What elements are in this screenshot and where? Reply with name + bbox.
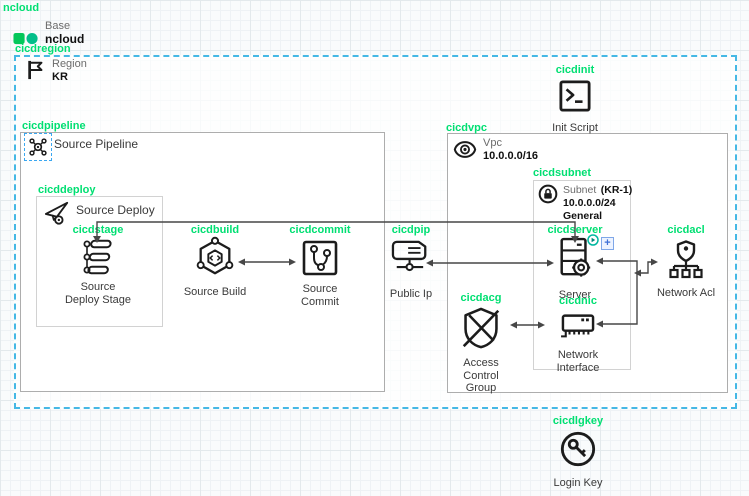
vpc-tag: cicdvpc — [446, 122, 487, 134]
region-code: KR — [52, 71, 68, 83]
add-overlay-button[interactable]: + — [601, 237, 614, 250]
subnet-tag: cicdsubnet — [533, 167, 592, 179]
acg-caption-1: Access — [463, 357, 499, 369]
paper-plane-icon — [44, 201, 69, 225]
deploy-tag: cicddeploy — [38, 184, 96, 196]
subnet-lock-icon — [538, 184, 558, 204]
pipeline-title: Source Pipeline — [54, 137, 139, 151]
node-source-build[interactable]: cicdbuild Source Build — [172, 224, 258, 299]
acg-caption-3: Group — [465, 382, 497, 394]
node-access-control-group[interactable]: cicdacg Access Control Group — [438, 292, 524, 395]
edge-server-nic[interactable] — [596, 257, 638, 328]
selection-frame[interactable] — [24, 133, 52, 161]
acg-caption-2: Control — [463, 369, 499, 382]
pipeline-header[interactable]: Source Pipeline — [28, 137, 138, 157]
deploy-header[interactable]: Source Deploy — [44, 200, 155, 226]
build-hexagon-icon — [196, 236, 234, 275]
node-source-deploy-stage[interactable]: cicdstage Source Deploy Stage — [55, 224, 141, 306]
terminal-icon — [559, 80, 591, 112]
flag-icon — [28, 60, 43, 80]
init-tag: cicdinit — [555, 64, 595, 76]
subnet-cidr: 10.0.0.0/24 — [563, 197, 616, 209]
node-network-interface[interactable]: cicdnic Network Interface — [535, 295, 621, 374]
commit-caption-2: Commit — [301, 295, 339, 308]
git-commit-icon — [302, 240, 338, 276]
shield-x-icon — [462, 307, 500, 349]
server-caption: Server — [558, 289, 592, 301]
nic-caption-2: Interface — [556, 361, 600, 374]
acl-caption: Network Acl — [656, 287, 716, 299]
base-name: ncloud — [45, 32, 85, 46]
nic-tag: cicdnic — [559, 295, 597, 307]
pipeline-tag: cicdpipeline — [22, 120, 86, 132]
login-key-caption: Login Key — [553, 477, 603, 489]
node-init-script[interactable]: cicdinit Init Script — [532, 64, 618, 135]
deploy-stages-icon — [83, 239, 112, 275]
stage-caption-1: Source — [80, 281, 116, 293]
network-acl-icon — [669, 240, 703, 279]
base-title: Base — [45, 20, 71, 32]
nic-caption-1: Network — [557, 349, 599, 361]
run-overlay-icon[interactable] — [587, 233, 599, 251]
ncloud-logo-icon — [13, 32, 38, 45]
source-pipeline-icon — [29, 138, 47, 156]
node-source-commit[interactable]: cicdcommit Source Commit — [277, 224, 363, 308]
deploy-title: Source Deploy — [76, 203, 155, 217]
region-tag: cicdregion — [15, 43, 71, 55]
workspace-label: ncloud — [3, 2, 40, 14]
login-key-tag: cicdlgkey — [552, 415, 604, 427]
build-tag: cicdbuild — [190, 224, 240, 236]
region-title: Region — [52, 58, 87, 70]
key-icon — [560, 431, 596, 467]
vpc-header[interactable]: Vpc 10.0.0.0/16 — [453, 137, 538, 163]
acl-tag: cicdacl — [667, 224, 705, 236]
build-caption: Source Build — [183, 286, 247, 298]
node-public-ip[interactable]: cicdpip Public Ip — [368, 224, 454, 301]
commit-tag: cicdcommit — [289, 224, 351, 236]
init-caption: Init Script — [552, 122, 598, 134]
node-login-key[interactable]: cicdlgkey Login Key — [535, 415, 621, 490]
commit-caption-1: Source — [302, 283, 338, 295]
edge-acg-nic[interactable] — [510, 321, 545, 329]
server-icon — [560, 237, 591, 277]
base-node[interactable]: Base ncloud — [13, 20, 84, 52]
network-interface-icon — [561, 314, 595, 338]
public-ip-caption: Public Ip — [389, 288, 433, 300]
subnet-header[interactable]: Subnet (KR-1) 10.0.0.0/24 General — [538, 183, 632, 222]
stage-caption-2: Deploy Stage — [64, 293, 132, 306]
edge-publicip-server[interactable] — [426, 259, 554, 267]
subnet-title: Subnet — [563, 184, 597, 196]
region-header[interactable]: Region KR — [26, 58, 87, 84]
edge-subnet-acl[interactable] — [634, 258, 658, 277]
public-ip-icon — [391, 240, 427, 272]
edge-build-commit[interactable] — [238, 258, 296, 266]
vpc-cidr: 10.0.0.0/16 — [483, 150, 539, 162]
node-network-acl[interactable]: cicdacl Network Acl — [643, 224, 729, 300]
acg-tag: cicdacg — [460, 292, 502, 304]
edge-server-to-stage[interactable] — [93, 221, 579, 243]
subnet-zone: (KR-1) — [600, 184, 633, 196]
vpc-title: Vpc — [483, 137, 502, 149]
stage-tag: cicdstage — [72, 224, 124, 236]
public-ip-tag: cicdpip — [391, 224, 431, 236]
subnet-network-type: General — [563, 209, 603, 222]
vpc-icon — [453, 141, 477, 158]
